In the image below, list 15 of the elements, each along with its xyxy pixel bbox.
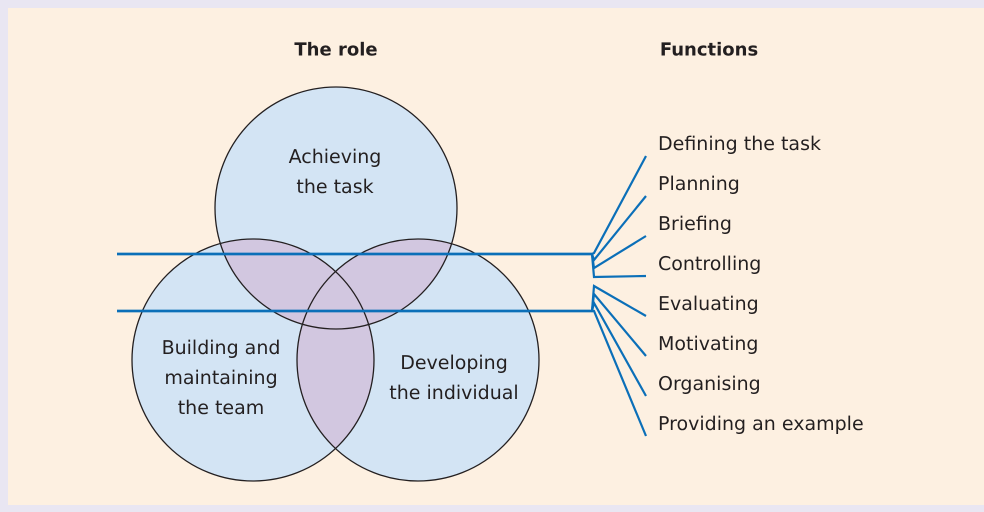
function-label: Planning [658, 172, 740, 197]
circle-label: Building and maintaining the team [160, 336, 282, 421]
column-heading: Functions [660, 38, 758, 62]
function-label: Providing an example [658, 412, 864, 437]
function-label: Evaluating [658, 292, 759, 317]
function-label: Briefing [658, 212, 732, 237]
circle-label: Achieving the task [288, 145, 382, 200]
connector-line [117, 310, 648, 436]
column-heading: The role [294, 38, 378, 62]
function-label: Defining the task [658, 132, 821, 157]
function-label: Organising [658, 372, 761, 397]
function-label: Motivating [658, 332, 758, 357]
function-label: Controlling [658, 252, 762, 277]
circle-label: Developing the individual [389, 351, 519, 406]
connector-line [117, 252, 646, 278]
